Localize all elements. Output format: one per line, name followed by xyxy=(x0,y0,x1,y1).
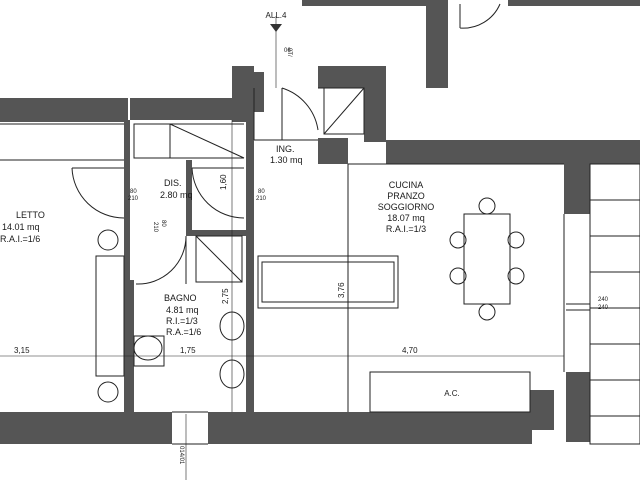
room-dis-name: DIS. xyxy=(164,178,182,188)
room-dis-area: 2.80 mq xyxy=(160,190,193,200)
header-code-top: 0T/ xyxy=(286,48,292,57)
wall-right-block xyxy=(564,140,590,214)
header-code-bottom: 06 xyxy=(284,48,291,54)
dim-dis-depth: 1,60 xyxy=(219,174,228,190)
labels: ALL.4 0T/ 06 LETTO 14.01 mq R.A.I.=1/6 D… xyxy=(0,11,609,465)
room-ing-name: ING. xyxy=(276,144,295,154)
shower-tray xyxy=(195,235,243,283)
arrow-down-icon xyxy=(270,24,282,32)
dim-bagno-width: 1,75 xyxy=(180,346,196,355)
room-cucina-line2: PRANZO xyxy=(387,191,425,201)
room-bagno-name: BAGNO xyxy=(164,293,197,303)
wall-bagno-left xyxy=(128,280,134,412)
dining-table xyxy=(463,213,511,305)
ing-shaft xyxy=(323,87,365,135)
door-bagno xyxy=(135,235,187,285)
stairs xyxy=(589,163,640,445)
wall-bottom-right xyxy=(208,412,532,444)
kitchen-counter xyxy=(369,371,531,413)
dim-cucina-width: 4,70 xyxy=(402,346,418,355)
wall-column-top xyxy=(232,66,254,122)
wall-ing-bottom xyxy=(318,138,348,164)
wall-bottom-left xyxy=(0,412,172,444)
wall-letto-top xyxy=(130,98,250,120)
equipment-ac: A.C. xyxy=(444,389,460,398)
room-ing-area: 1.30 mq xyxy=(270,155,303,165)
sofa xyxy=(257,255,399,309)
room-letto-rai: R.A.I.=1/6 xyxy=(0,234,40,244)
washbasin xyxy=(133,335,163,361)
wall-right-upper xyxy=(386,140,640,164)
door-bath-b: 210 xyxy=(152,222,158,233)
wall-top-strip-right xyxy=(508,0,640,6)
room-cucina-area: 18.07 mq xyxy=(387,213,425,223)
shower-upper xyxy=(133,123,171,159)
wall-bagno-right xyxy=(246,120,254,412)
window-bottom: 240 xyxy=(598,305,609,311)
wall-dis-bagno xyxy=(186,230,248,236)
wall-dis-mid xyxy=(186,160,192,236)
dim-cucina-depth: 3,76 xyxy=(337,282,346,298)
door-right-top: 80 xyxy=(258,189,265,195)
walls xyxy=(0,0,640,444)
door-bottom-code: 014/01 xyxy=(178,446,184,465)
wall-entry-left xyxy=(250,72,264,112)
dim-letto-width: 3,15 xyxy=(14,346,30,355)
wall-right-low xyxy=(566,372,590,442)
room-bagno-area: 4.81 mq xyxy=(166,305,199,315)
wall-left-upper xyxy=(0,98,128,122)
door-cucina xyxy=(191,167,245,219)
door-left-top: 80 xyxy=(130,189,137,195)
window-top: 240 xyxy=(598,297,609,303)
door-letto xyxy=(71,167,125,219)
door-left-bottom: 210 xyxy=(128,196,139,202)
wall-letto-dis xyxy=(124,120,130,412)
dim-bagno-depth: 2,75 xyxy=(221,288,230,304)
door-right-bottom: 210 xyxy=(256,196,267,202)
door-entry xyxy=(281,87,319,140)
wall-top-right-column xyxy=(426,0,448,88)
room-bagno-ra: R.A.=1/6 xyxy=(166,327,201,337)
room-letto-area: 14.01 mq xyxy=(2,222,40,232)
room-cucina-line1: CUCINA xyxy=(389,180,424,190)
bed xyxy=(95,255,125,377)
header-label: ALL.4 xyxy=(266,11,287,20)
room-cucina-line3: SOGGIORNO xyxy=(378,202,435,212)
room-bagno-ri: R.I.=1/3 xyxy=(166,316,198,326)
room-letto-name: LETTO xyxy=(16,210,45,220)
wall-entry-right-down xyxy=(364,66,386,142)
room-cucina-rai: R.A.I.=1/3 xyxy=(386,224,426,234)
wall-top-strip xyxy=(302,0,432,6)
door-top-right xyxy=(459,3,501,29)
door-bath-a: 80 xyxy=(160,220,166,227)
plan-lines xyxy=(0,3,640,480)
wall-bottom-pillar xyxy=(530,390,554,430)
